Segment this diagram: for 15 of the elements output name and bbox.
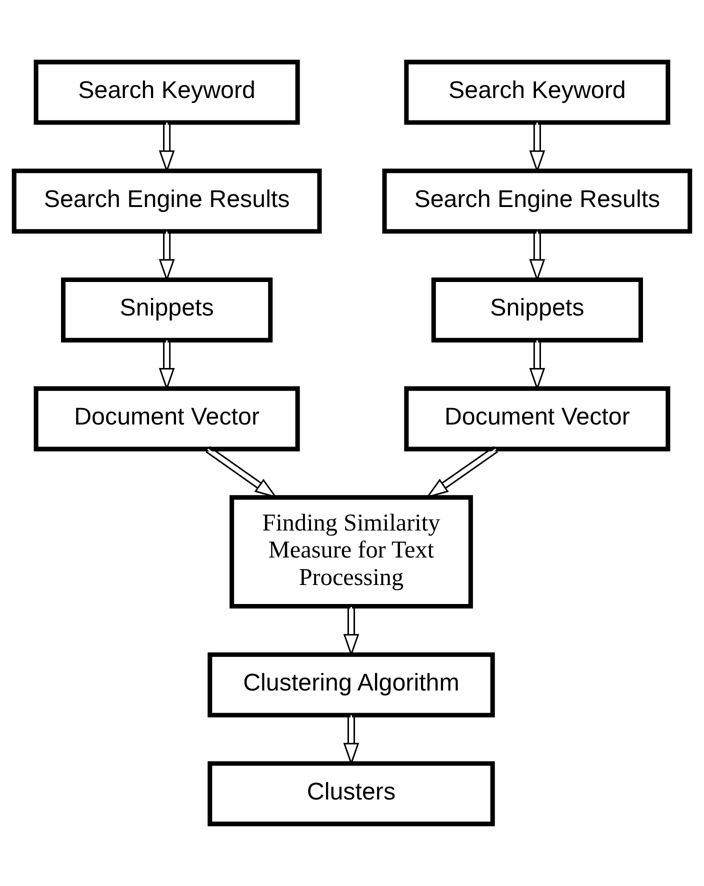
node-box: Document Vector — [404, 386, 670, 452]
node-box: Snippets — [61, 277, 273, 342]
node-box: Finding Similarity Measure for Text Processing — [230, 495, 473, 609]
arrow — [158, 340, 175, 391]
arrow — [426, 446, 498, 498]
node-box: Clustering Algorithm — [208, 652, 495, 718]
node-box: Document Vector — [34, 386, 300, 452]
node-box: Snippets — [431, 277, 643, 342]
node-box: Clusters — [208, 761, 495, 826]
arrow — [206, 446, 278, 498]
arrow — [529, 340, 546, 391]
node-box: Search Engine Results — [382, 168, 692, 234]
node-box: Search Engine Results — [12, 168, 322, 234]
node-box: Search Keyword — [404, 60, 670, 125]
node-box: Search Keyword — [34, 60, 300, 125]
